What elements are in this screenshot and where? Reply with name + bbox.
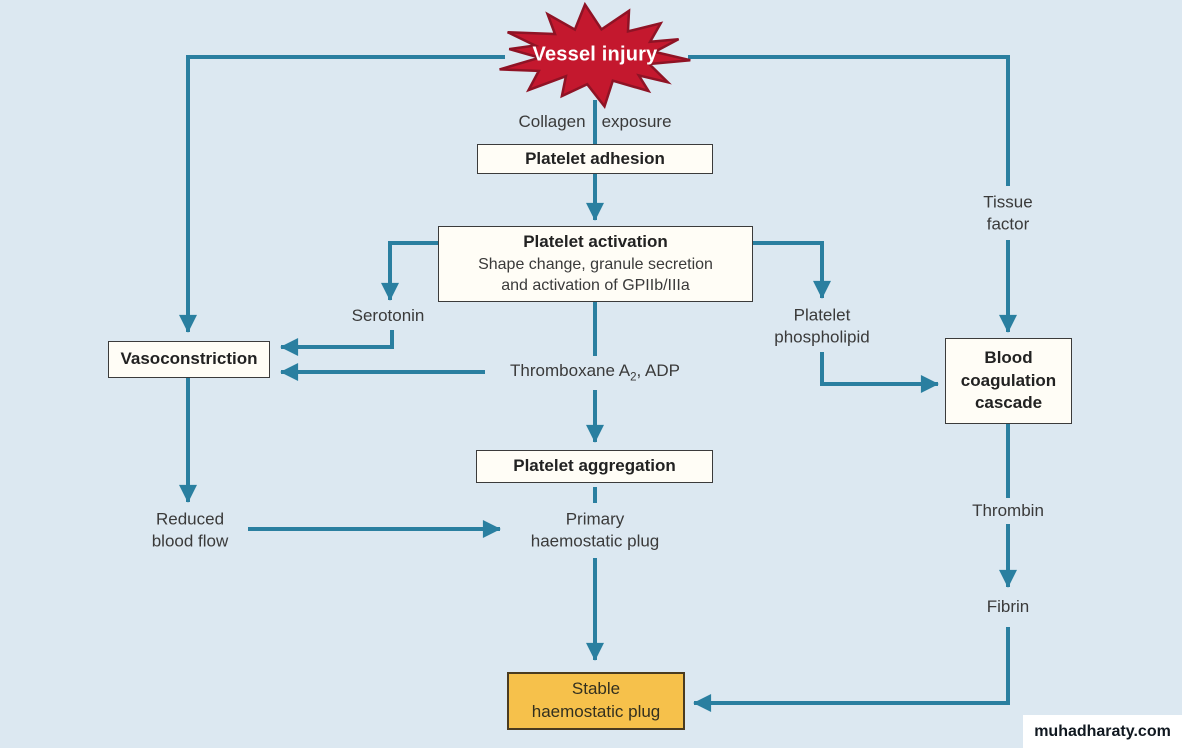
platelet-phospholipid-line2: phospholipid	[774, 328, 870, 347]
fibrin-label: Fibrin	[986, 596, 1030, 616]
thromboxane-sub: 2	[630, 371, 637, 384]
vasoconstriction-label: Vasoconstriction	[120, 349, 258, 369]
edge-fibrin-to-stable-plug	[693, 627, 1010, 712]
edge-activation-to-serotonin	[381, 241, 438, 301]
platelet-adhesion-box: Platelet adhesion	[477, 144, 713, 174]
primary-haemostatic-plug-label: Primary haemostatic plug	[531, 509, 660, 554]
stable-plug-line1: Stable	[571, 679, 621, 699]
platelet-aggregation-label: Platelet aggregation	[513, 456, 676, 476]
platelet-activation-line2: Shape change, granule secretion	[478, 256, 713, 274]
watermark-label: muhadharaty.com	[1023, 715, 1182, 748]
stable-plug-line2: haemostatic plug	[531, 702, 661, 721]
primary-plug-line1: Primary	[565, 509, 625, 529]
vessel-injury-starburst	[499, 1, 691, 110]
platelet-activation-line3: and activation of GPIIb/IIIa	[501, 277, 690, 295]
edge-injury-to-vasoconstriction	[179, 55, 505, 333]
exposure-word: exposure	[601, 111, 672, 131]
platelet-adhesion-label: Platelet adhesion	[525, 148, 665, 168]
platelet-activation-title: Platelet activation	[523, 232, 668, 252]
blood-coagulation-line1: Blood	[984, 347, 1033, 367]
edge-injury-to-tissue-factor	[688, 55, 1010, 186]
platelet-aggregation-box: Platelet aggregation	[476, 450, 713, 483]
platelet-activation-box: Platelet activation Shape change, granul…	[438, 226, 753, 302]
blood-coagulation-line2: coagulation	[960, 370, 1057, 390]
reduced-blood-flow-label: Reduced blood flow	[152, 509, 229, 554]
blood-coagulation-cascade-box: Blood coagulation cascade	[945, 338, 1072, 424]
stable-haemostatic-plug-box: Stable haemostatic plug	[507, 672, 685, 730]
tissue-factor-line1: Tissue	[983, 192, 1033, 212]
collagen-exposure-label: Collagen exposure	[518, 111, 671, 133]
edge-activation-to-phospholipid	[753, 241, 831, 299]
thromboxane-post: , ADP	[636, 361, 680, 381]
tissue-factor-label: Tissue factor	[983, 192, 1032, 237]
collagen-word: Collagen	[518, 111, 586, 131]
serotonin-label: Serotonin	[351, 305, 425, 325]
blood-coagulation-line3: cascade	[974, 393, 1043, 413]
platelet-phospholipid-line1: Platelet	[793, 305, 851, 325]
edge-serotonin-to-vasoconstriction	[280, 330, 394, 356]
reduced-blood-flow-line1: Reduced	[155, 509, 225, 529]
thromboxane-pre: Thromboxane A	[510, 361, 631, 381]
tissue-factor-line2: factor	[986, 215, 1030, 234]
thrombin-label: Thrombin	[972, 500, 1044, 520]
primary-plug-line2: haemostatic plug	[530, 532, 660, 551]
thromboxane-adp-label: Thromboxane A2, ADP	[510, 360, 680, 386]
reduced-blood-flow-line2: blood flow	[151, 532, 229, 551]
vasoconstriction-box: Vasoconstriction	[108, 341, 270, 378]
vessel-injury-label: Vessel injury	[532, 43, 658, 66]
platelet-phospholipid-label: Platelet phospholipid	[774, 305, 869, 350]
edge-phospholipid-to-cascade	[820, 352, 939, 393]
